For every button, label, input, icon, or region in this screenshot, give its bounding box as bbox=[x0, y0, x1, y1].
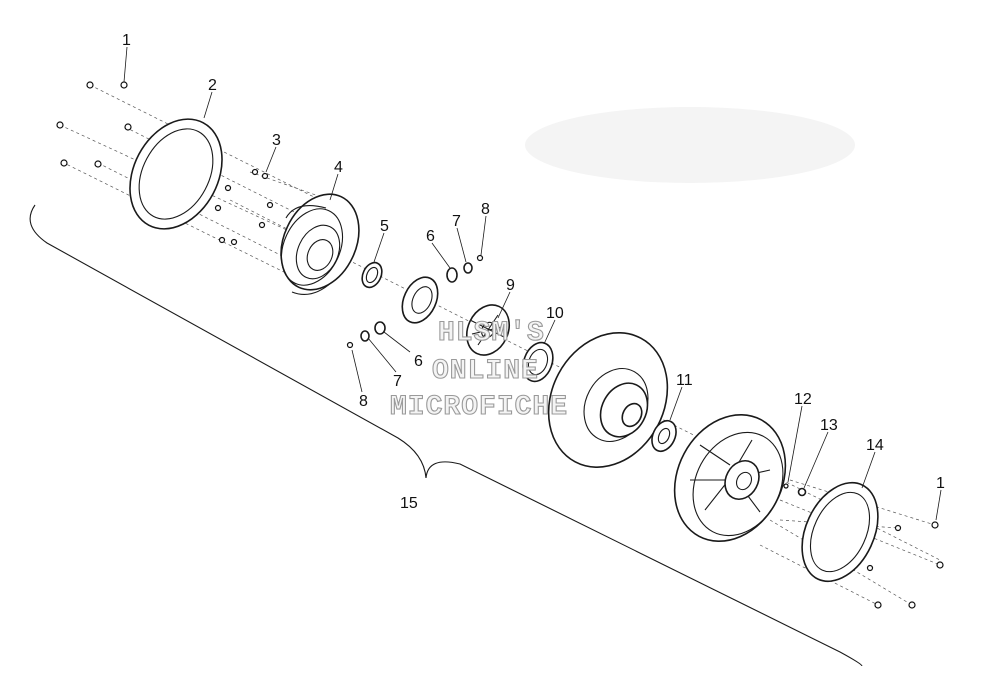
callout-14: 14 bbox=[866, 437, 884, 454]
small-fasteners bbox=[783, 483, 807, 497]
bolt-icon bbox=[86, 81, 94, 89]
bolt-icon bbox=[214, 204, 222, 212]
callout-8-upper: 8 bbox=[481, 201, 490, 218]
bolt-icon bbox=[224, 184, 232, 192]
bolts-left bbox=[56, 81, 274, 246]
callout-6-lower: 6 bbox=[414, 353, 423, 370]
callout-labels: 1 2 3 4 5 6 7 8 9 10 6 7 8 11 12 13 14 1… bbox=[122, 32, 945, 512]
callout-6-upper: 6 bbox=[426, 228, 435, 245]
callout-8-lower: 8 bbox=[359, 393, 368, 410]
bolt-icon bbox=[908, 601, 916, 609]
callout-1-upper-left: 1 bbox=[122, 32, 131, 49]
bearing-plate bbox=[401, 276, 439, 324]
bolt-icon bbox=[266, 201, 274, 209]
bushing bbox=[522, 341, 554, 383]
callout-3: 3 bbox=[272, 132, 281, 149]
bolt-icon bbox=[894, 524, 902, 532]
callout-11: 11 bbox=[676, 372, 693, 389]
washer-set-lower bbox=[346, 321, 386, 349]
callout-12: 12 bbox=[794, 391, 812, 408]
callout-15: 15 bbox=[400, 495, 418, 512]
cam-cover bbox=[673, 414, 787, 542]
gasket-ring-left bbox=[129, 118, 223, 230]
bolt-icon bbox=[94, 160, 102, 168]
bolt-icon bbox=[56, 121, 64, 129]
bolt-icon bbox=[931, 521, 939, 529]
watermark: HLSM'S ONLINE MICROFICHE bbox=[389, 317, 568, 423]
callout-10: 10 bbox=[546, 305, 564, 322]
bolt-icon bbox=[120, 81, 128, 89]
bolt-icon bbox=[218, 236, 226, 244]
bolts-right bbox=[866, 521, 944, 609]
snap-ring bbox=[361, 261, 383, 289]
watermark-line-2: ONLINE bbox=[432, 356, 539, 387]
bolt-icon bbox=[60, 159, 68, 167]
bolt-icon bbox=[124, 123, 132, 131]
callout-7-upper: 7 bbox=[452, 213, 461, 230]
callout-7-lower: 7 bbox=[393, 373, 402, 390]
callout-5: 5 bbox=[380, 218, 389, 235]
bolt-icon bbox=[261, 172, 269, 180]
bolt-icon bbox=[866, 564, 874, 572]
bolt-icon bbox=[230, 238, 238, 246]
callout-9: 9 bbox=[506, 277, 515, 294]
callout-4: 4 bbox=[334, 159, 343, 176]
callout-1-lower-right: 1 bbox=[936, 475, 945, 492]
bolt-icon bbox=[258, 221, 266, 229]
leader-lines bbox=[123, 46, 942, 521]
washer-set-upper bbox=[446, 254, 484, 283]
bolt-icon bbox=[936, 561, 944, 569]
bolt-icon bbox=[251, 168, 259, 176]
watermark-line-3: MICROFICHE bbox=[390, 392, 568, 423]
housing bbox=[280, 193, 360, 295]
watermark-line-1: HLSM'S bbox=[438, 318, 545, 349]
sheave-washer bbox=[651, 419, 677, 453]
gasket-ring-right bbox=[801, 481, 879, 583]
moveable-sheave bbox=[547, 332, 669, 468]
bolt-icon bbox=[874, 601, 882, 609]
callout-13: 13 bbox=[820, 417, 838, 434]
background-smudge bbox=[525, 107, 855, 183]
assembly-bracket bbox=[29, 204, 863, 667]
callout-2: 2 bbox=[208, 77, 217, 94]
